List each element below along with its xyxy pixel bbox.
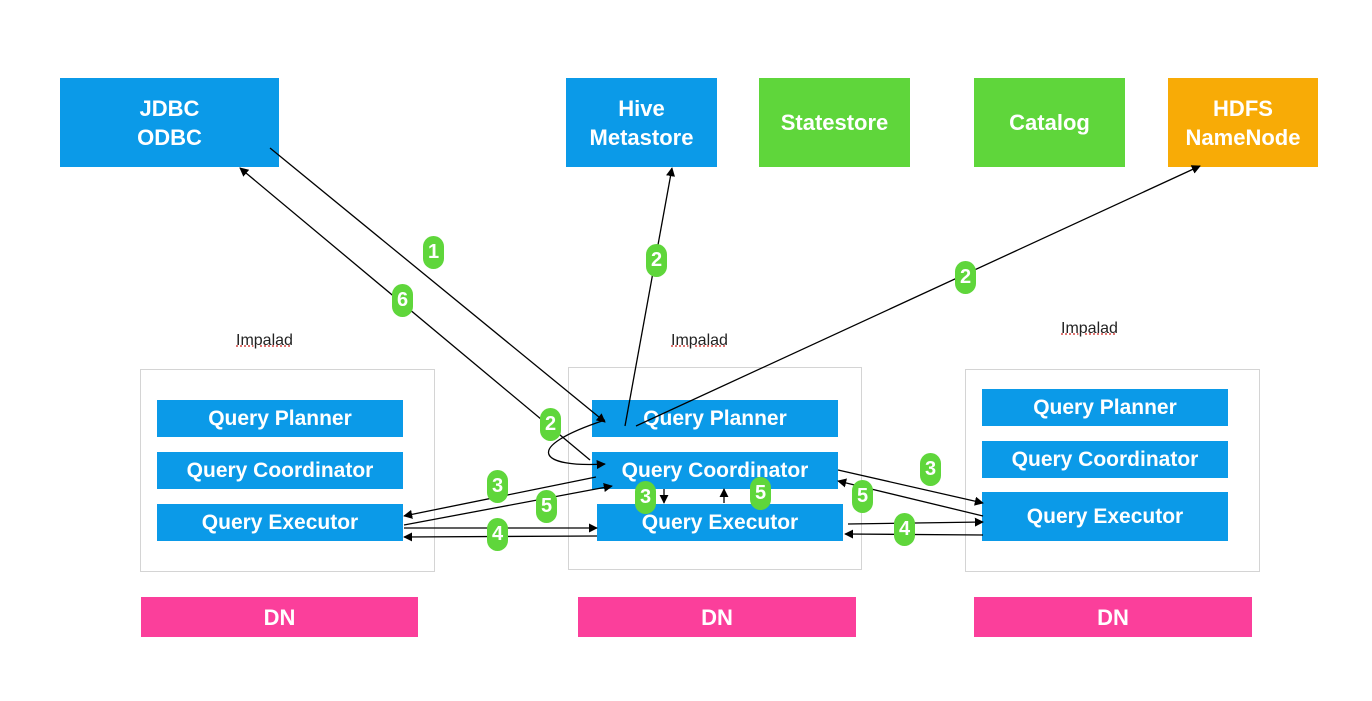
impalad-label-left: Impalad [236,332,293,349]
impalad-label-center: Impalad [671,332,728,349]
step-badge-2-plan: 2 [540,408,561,441]
step-badge-2-hdfs: 2 [955,261,976,294]
arrow-step-4-right-a [847,517,984,527]
query-coordinator-center: Query Coordinator [592,452,838,489]
hive-metastore-box: Hive Metastore [566,78,717,167]
arrow-step-6 [239,167,591,461]
query-planner-left: Query Planner [157,400,403,437]
impalad-label-right: Impalad [1061,320,1118,337]
step-badge-6: 6 [392,284,413,317]
step-badge-3-mid: 3 [635,481,656,514]
arrow-step-2-hdfs [635,165,1201,427]
step-badge-3-right: 3 [920,453,941,486]
step-badge-5-left: 5 [536,490,557,523]
arrow-step-2-loop [548,419,606,470]
dn-box-center: DN [578,597,856,637]
query-executor-right: Query Executor [982,492,1228,541]
query-planner-center: Query Planner [592,400,838,437]
statestore-box: Statestore [759,78,910,167]
query-coordinator-right: Query Coordinator [982,441,1228,478]
step-badge-5-mid: 5 [750,477,771,510]
jdbc-odbc-client-box: JDBC ODBC [60,78,279,167]
arrow-step-5-left [403,483,613,526]
step-badge-3-left: 3 [487,470,508,503]
step-badge-4-right: 4 [894,513,915,546]
step-badge-1: 1 [423,236,444,269]
query-planner-right: Query Planner [982,389,1228,426]
impalad-frame-right [965,369,1260,572]
catalog-box: Catalog [974,78,1125,167]
dn-box-right: DN [974,597,1252,637]
arrow-step-1 [269,147,606,423]
query-coordinator-left: Query Coordinator [157,452,403,489]
hdfs-namenode-box: HDFS NameNode [1168,78,1318,167]
impalad-frame-center [568,367,862,570]
arrow-step-2-hive [624,167,676,427]
dn-box-left: DN [141,597,418,637]
query-executor-left: Query Executor [157,504,403,541]
arrow-step-3-right [837,469,984,506]
impalad-frame-left [140,369,435,572]
step-badge-2-hive: 2 [646,244,667,277]
step-badge-5-right: 5 [852,480,873,513]
step-badge-4-left: 4 [487,518,508,551]
